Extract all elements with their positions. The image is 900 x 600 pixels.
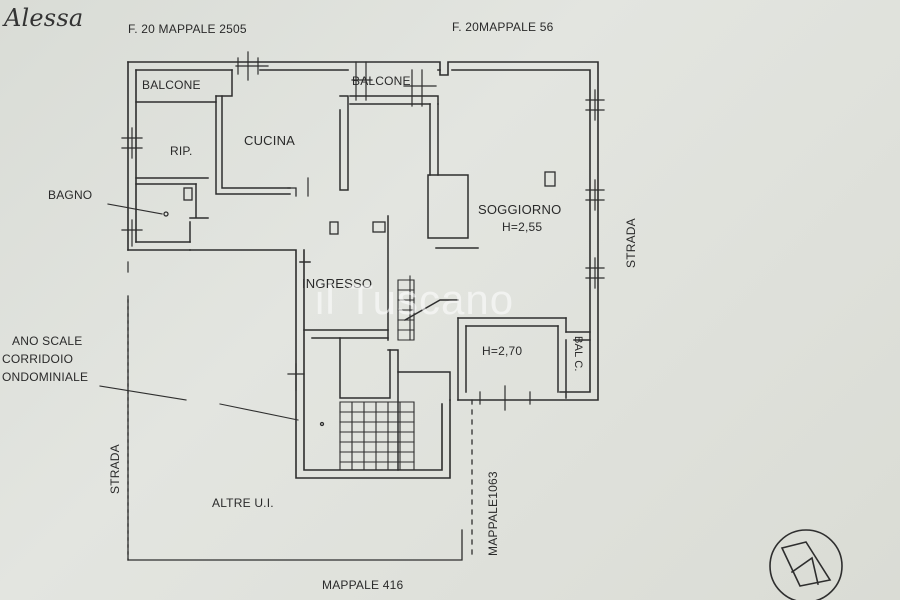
room-soggiorno: SOGGIORNO (478, 202, 562, 217)
leader-lines (99, 203, 299, 421)
room-bagno: BAGNO (48, 188, 93, 202)
room-ingresso: INGRESSO (302, 276, 373, 291)
stairs (339, 275, 415, 471)
fixtures (163, 171, 556, 427)
room-soggiorno-height: H=2,55 (502, 220, 543, 234)
handwritten-note: Alessa (4, 4, 84, 32)
note-stairs-line1: ANO SCALE (12, 334, 83, 348)
boundary-mappale-1063: MAPPALE1063 (486, 471, 500, 556)
outer-walls (127, 61, 599, 479)
note-altre-ui: ALTRE U.I. (212, 496, 274, 510)
room-cucina: CUCINA (244, 133, 296, 148)
watermark: il Tuscano (315, 276, 515, 323)
boundary-strada-right: STRADA (624, 218, 638, 268)
room-balcone-left: BALCONE (142, 78, 201, 92)
room-balcone-right: BALCONE (352, 74, 411, 88)
room-balc: BAL C. (572, 336, 584, 372)
boundary-strada-left: STRADA (108, 444, 122, 494)
room-rip: RIP. (170, 144, 193, 158)
boundary-mappale-416: MAPPALE 416 (322, 578, 404, 592)
room-height-label: H=2,70 (482, 344, 523, 358)
note-stairs-line2: CORRIDOIO (2, 352, 74, 366)
parcel-label-right: F. 20MAPPALE 56 (452, 20, 554, 34)
windows (121, 51, 605, 411)
parcel-label-left: F. 20 MAPPALE 2505 (128, 22, 247, 36)
note-stairs-line3: ONDOMINIALE (2, 370, 89, 384)
interior-walls (135, 69, 591, 471)
plot-boundary (127, 295, 473, 561)
north-arrow-icon (769, 529, 843, 600)
